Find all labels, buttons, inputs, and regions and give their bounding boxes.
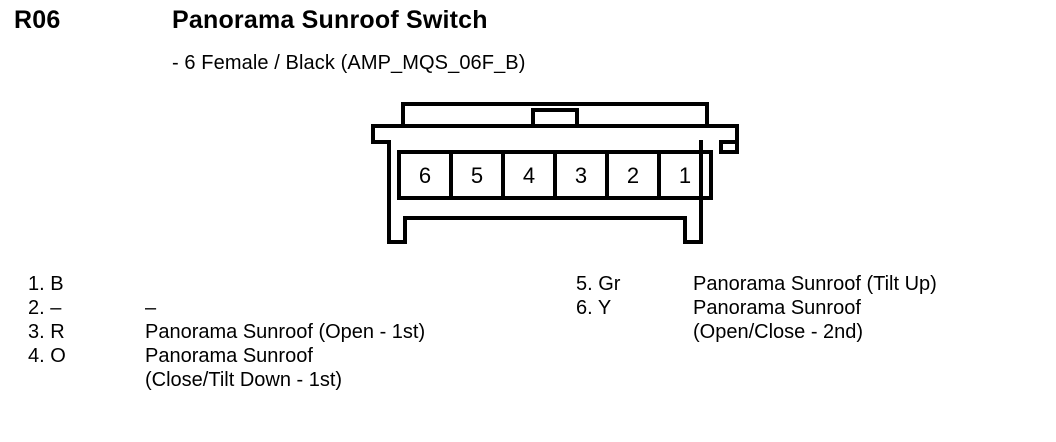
connector-lower-body (387, 140, 703, 244)
connector-flange-top (371, 124, 739, 154)
cavity-number-6: 6 (419, 163, 431, 188)
pin-label-2: 2. – (28, 297, 62, 319)
page-title: Panorama Sunroof Switch (172, 6, 488, 34)
cavity-number-1: 1 (679, 163, 691, 188)
cavity-number-2: 2 (627, 163, 639, 188)
cavity-number-4: 4 (523, 163, 535, 188)
pin-label-1: 1. B (28, 273, 64, 295)
pin-label-6: 6. Y (576, 297, 612, 319)
pin-label-3: 3. R (28, 321, 65, 343)
connector-flange-right-step (719, 140, 739, 154)
connector-subtitle: - 6 Female / Black (AMP_MQS_06F_B) (172, 52, 526, 74)
cavity-number-3: 3 (575, 163, 587, 188)
pin-desc-6: Panorama Sunroof (693, 297, 861, 319)
connector-flange-left (371, 124, 391, 144)
pin-label-5: 5. Gr (576, 273, 621, 295)
connector-illustration: 6 5 4 3 2 1 (355, 100, 755, 250)
locking-tab-icon (531, 108, 579, 128)
connector-upper-body (401, 102, 709, 128)
pin-desc-5: Panorama Sunroof (Tilt Up) (693, 273, 937, 295)
pin-desc-4-line2: (Close/Tilt Down - 1st) (145, 369, 343, 391)
cavity-number-5: 5 (471, 163, 483, 188)
pin-desc-3: Panorama Sunroof (Open - 1st) (145, 321, 426, 343)
pin-desc-2: – (145, 297, 157, 319)
pin-desc-4: Panorama Sunroof (145, 345, 313, 367)
pin-desc-6-line2: (Open/Close - 2nd) (693, 321, 864, 343)
connector-code: R06 (14, 6, 61, 34)
pin-label-4: 4. O (28, 345, 66, 367)
